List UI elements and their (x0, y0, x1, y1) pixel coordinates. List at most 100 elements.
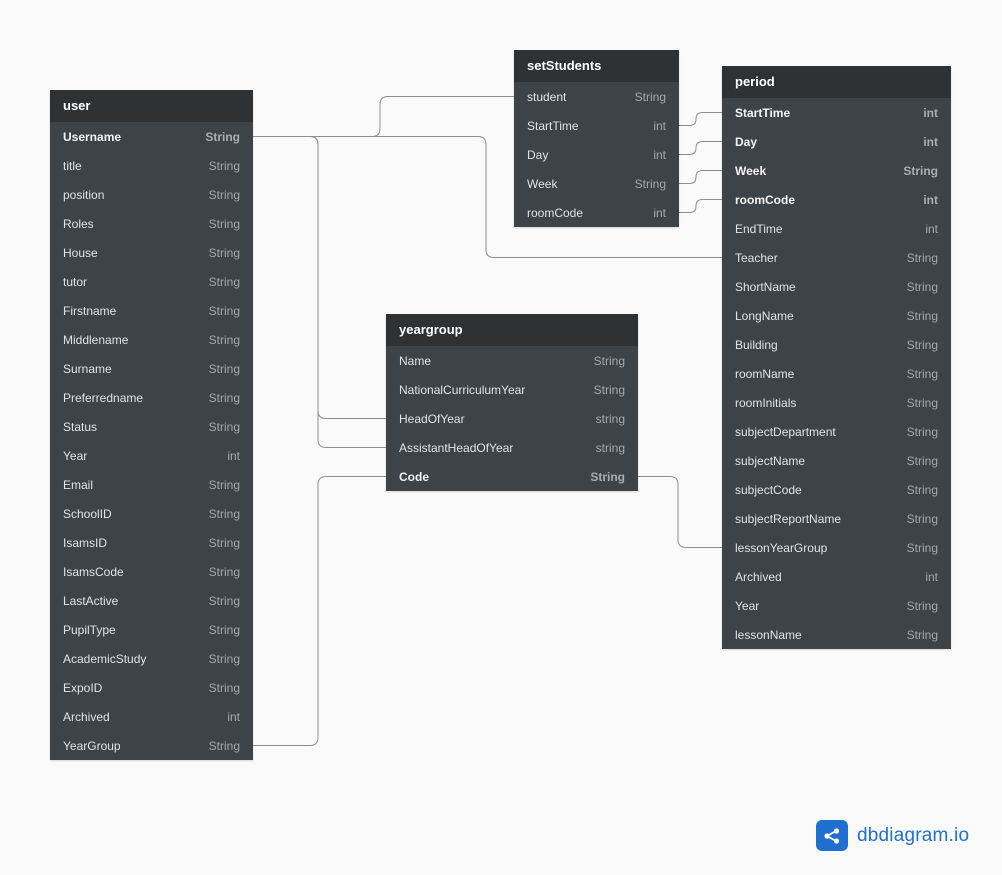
field-type: int (923, 105, 938, 120)
field-type: String (906, 453, 938, 468)
field-name: Week (735, 163, 767, 178)
table-header-user[interactable]: user (50, 90, 253, 122)
field-row[interactable]: StartTime int (722, 98, 951, 127)
field-type: String (906, 366, 938, 381)
field-row[interactable]: House String (50, 238, 253, 267)
field-type: String (906, 598, 938, 613)
field-type: String (208, 651, 240, 666)
relationship-line[interactable] (638, 476, 722, 548)
table-header-yeargroup[interactable]: yeargroup (386, 314, 638, 346)
field-type: String (903, 163, 938, 178)
field-type: int (227, 709, 240, 724)
field-name: House (63, 245, 98, 260)
field-name: StartTime (735, 105, 791, 120)
field-type: int (923, 134, 938, 149)
field-name: title (63, 158, 82, 173)
field-name: IsamsID (63, 535, 108, 550)
dbdiagram-logo[interactable]: dbdiagram.io (816, 820, 969, 851)
relationship-line[interactable] (253, 476, 386, 746)
field-type: String (208, 187, 240, 202)
field-row[interactable]: Week String (722, 156, 951, 185)
field-type: string (595, 440, 625, 455)
field-name: Preferredname (63, 390, 144, 405)
field-name: StartTime (527, 118, 579, 133)
field-type: int (653, 147, 666, 162)
field-name: Code (399, 469, 429, 484)
field-row[interactable]: AssistantHeadOfYear string (386, 433, 638, 462)
field-name: IsamsCode (63, 564, 124, 579)
relationship-line[interactable] (253, 96, 514, 137)
field-type: int (653, 118, 666, 133)
field-row[interactable]: StartTime int (514, 111, 679, 140)
relationship-line[interactable] (253, 136, 386, 419)
relationship-line[interactable] (679, 170, 722, 184)
relationship-line[interactable] (679, 141, 722, 155)
field-name: Week (527, 176, 558, 191)
table-header-setStudents[interactable]: setStudents (514, 50, 679, 82)
field-name: NationalCurriculumYear (399, 382, 526, 397)
table-header-period[interactable]: period (722, 66, 951, 98)
field-name: Middlename (63, 332, 129, 347)
field-type: String (208, 245, 240, 260)
field-row[interactable]: AcademicStudy String (50, 644, 253, 673)
relationship-line[interactable] (679, 112, 722, 126)
field-name: AcademicStudy (63, 651, 147, 666)
field-type: String (634, 89, 666, 104)
field-type: String (906, 395, 938, 410)
relationship-line[interactable] (679, 199, 722, 213)
field-name: AssistantHeadOfYear (399, 440, 514, 455)
relationship-line[interactable] (253, 136, 386, 448)
field-name: Building (735, 337, 778, 352)
